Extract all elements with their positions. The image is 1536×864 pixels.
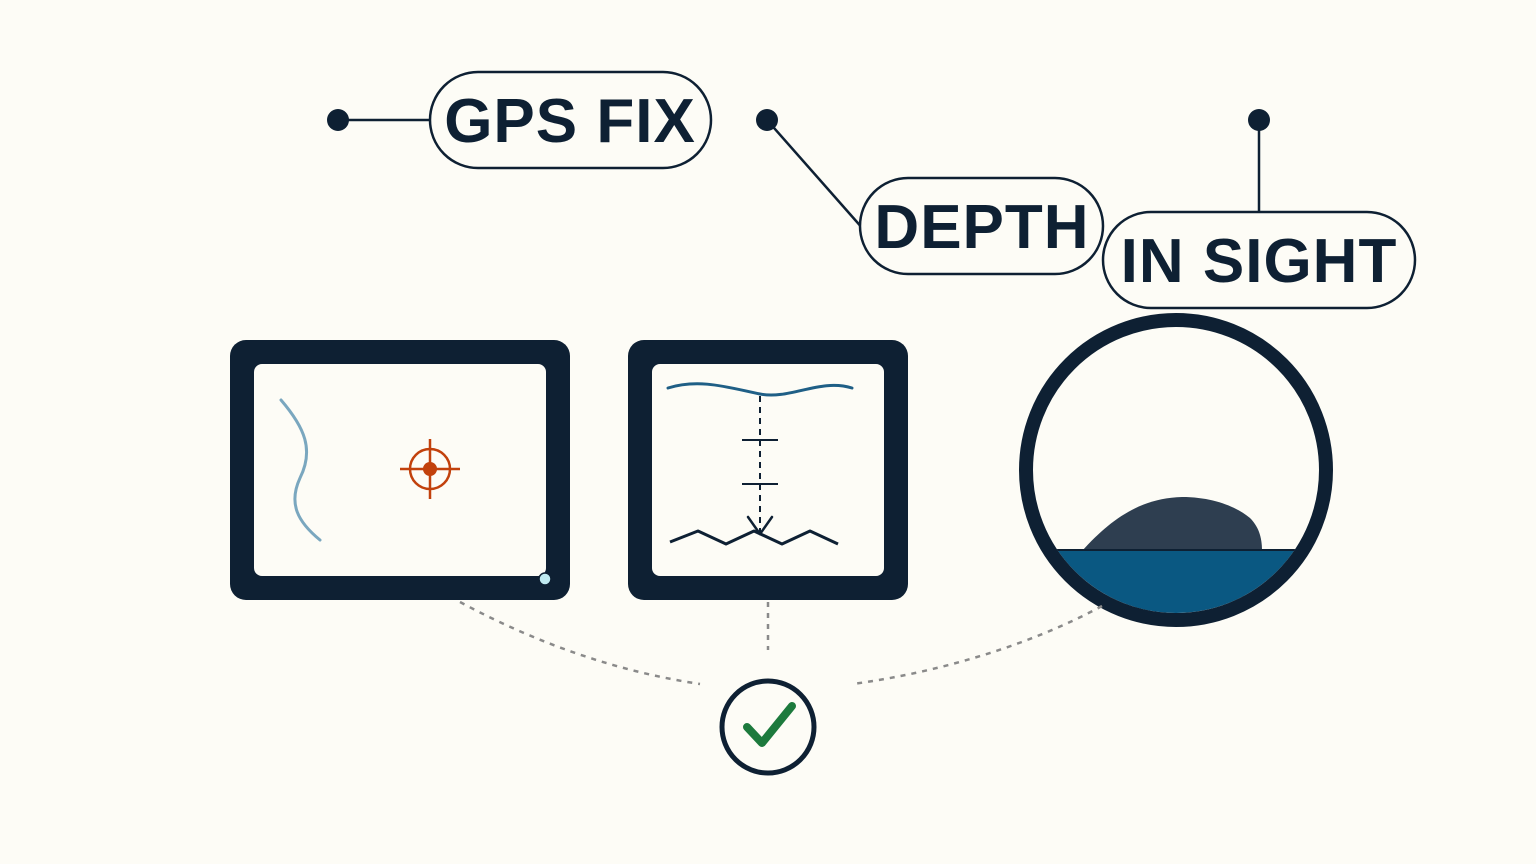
check-circle	[719, 678, 817, 776]
landmark-view-icon	[1019, 313, 1333, 627]
status-led	[538, 572, 552, 586]
depth-sounder-icon	[628, 340, 908, 600]
seabed-line	[669, 529, 839, 546]
depth-callout: DEPTH	[756, 109, 1105, 276]
in-sight-callout: IN SIGHT	[1101, 109, 1417, 310]
crosshair-icon	[400, 439, 460, 499]
chart-plotter-icon	[230, 340, 570, 600]
depth-leader-line	[766, 119, 865, 231]
depth-label: DEPTH	[874, 193, 1089, 262]
gps-fix-label: GPS FIX	[444, 87, 696, 156]
crosshair-center	[423, 462, 437, 476]
in-sight-label: IN SIGHT	[1121, 227, 1398, 296]
water-surface-line	[666, 382, 854, 397]
connector-right	[852, 604, 1103, 686]
sounder-screen	[652, 364, 884, 576]
lens-ring	[1019, 313, 1333, 627]
checkmark-icon	[719, 678, 817, 776]
connector-left	[459, 600, 701, 686]
connectors	[459, 600, 1103, 686]
check-tick	[743, 702, 796, 747]
coastline-line	[279, 398, 322, 542]
in-sight-pill	[1101, 210, 1417, 310]
island-shape	[1082, 497, 1262, 551]
gps-fix-pill	[428, 70, 713, 170]
gps-fix-callout: GPS FIX	[327, 70, 713, 170]
depth-pill	[858, 176, 1105, 276]
